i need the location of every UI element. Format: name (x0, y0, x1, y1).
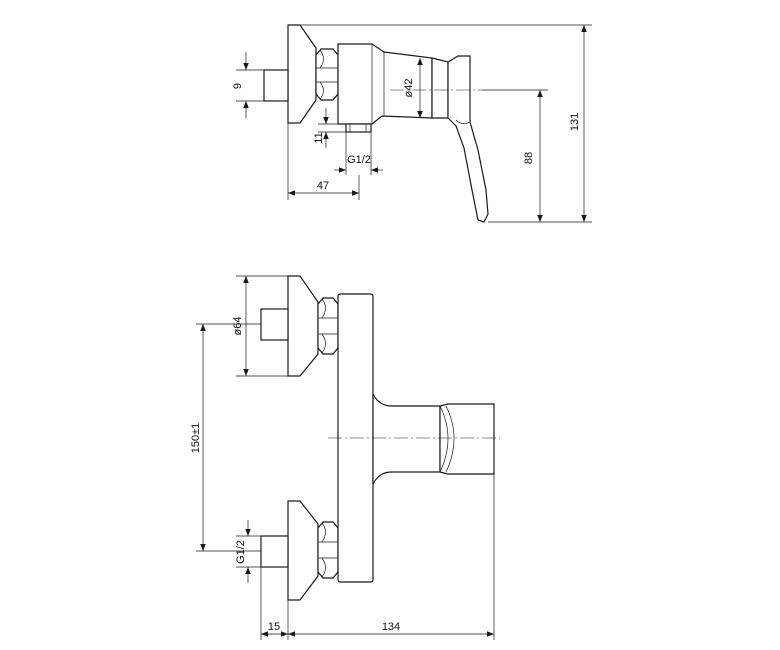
side-wall-flange (287, 24, 317, 124)
dim-150-label: 150±1 (190, 423, 202, 454)
dim-d64-label: ø64 (232, 317, 244, 336)
side-bottom-outlet (345, 123, 372, 133)
dim-d42-label: ø42 (403, 79, 415, 98)
side-view: 9 11 G1/2 47 ø42 88 131 (232, 24, 592, 223)
dim-g12-front-label: G1/2 (235, 540, 247, 564)
dim-g12-side-label: G1/2 (347, 154, 371, 166)
side-cartridge (431, 57, 449, 119)
dim-134-label: 134 (382, 621, 400, 633)
dim-11-label: 11 (313, 132, 325, 143)
front-view: ø64 150±1 G1/2 15 134 (190, 275, 500, 640)
front-lower-pipe (260, 535, 289, 568)
dim-88-label: 88 (523, 152, 535, 164)
front-upper-flange (287, 275, 319, 377)
dim-15-label: 15 (268, 621, 280, 633)
side-handle-lever (447, 55, 489, 223)
side-inlet-pipe (263, 69, 289, 102)
front-lower-flange (287, 500, 319, 601)
front-upper-pipe (260, 308, 289, 341)
dim-131-label: 131 (569, 113, 581, 131)
side-hex-nut (315, 48, 339, 101)
front-lower-hex-nut (317, 521, 339, 579)
front-cartridge-neck (372, 393, 441, 485)
dim-9-label: 9 (232, 83, 244, 89)
side-mixer-body (337, 43, 433, 125)
dim-47-label: 47 (317, 180, 329, 192)
front-upper-hex-nut (317, 297, 339, 355)
